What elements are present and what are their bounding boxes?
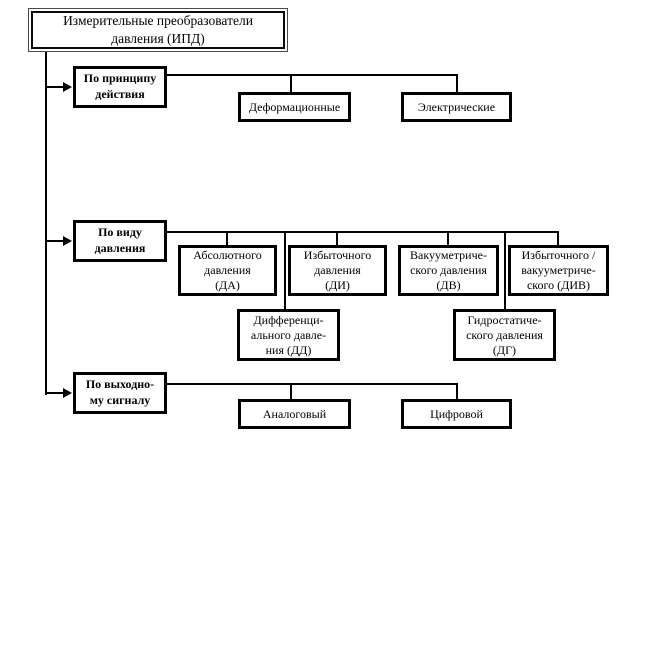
root-node: Измерительные преобразователи давления (… — [28, 8, 288, 52]
node-electrical-label: Электрические — [417, 99, 496, 114]
category-by-output-signal: По выходно- му сигналу — [73, 372, 167, 414]
node-digital-signal: Цифровой — [401, 399, 512, 429]
node-gauge-pressure-di: Избыточного давления (ДИ) — [288, 245, 387, 296]
node-gauge-vacuum-pressure-div-label: Избыточного / вакууметриче- ского (ДИВ) — [521, 248, 596, 292]
connector-line — [167, 74, 458, 76]
arrow-right-icon — [63, 388, 72, 398]
connector-line — [167, 383, 458, 385]
category-by-output-signal-label: По выходно- му сигналу — [85, 377, 155, 407]
node-vacuum-pressure-dv-label: Вакууметриче- ского давления (ДВ) — [410, 248, 487, 292]
node-hydrostatic-pressure-dg-label: Гидростатиче- ского давления (ДГ) — [466, 312, 543, 357]
category-by-principle-label: По принципу действия — [83, 71, 157, 101]
connector-line — [336, 231, 338, 246]
node-hydrostatic-pressure-dg: Гидростатиче- ского давления (ДГ) — [453, 309, 556, 361]
node-analog-signal-label: Аналоговый — [262, 406, 327, 421]
root-node-inner-border: Измерительные преобразователи давления (… — [31, 11, 285, 49]
node-gauge-pressure-di-label: Избыточного давления (ДИ) — [303, 248, 372, 292]
node-vacuum-pressure-dv: Вакууметриче- ского давления (ДВ) — [398, 245, 499, 296]
arrow-line-pressure-type — [45, 240, 64, 242]
arrow-right-icon — [63, 236, 72, 246]
connector-line — [557, 231, 559, 246]
node-absolute-pressure-da-label: Абсолютного давления (ДА) — [193, 248, 262, 292]
connector-line — [226, 231, 228, 246]
connector-line — [290, 74, 292, 93]
node-differential-pressure-dd: Дифференци- ального давле- ния (ДД) — [237, 309, 340, 361]
node-gauge-vacuum-pressure-div: Избыточного / вакууметриче- ского (ДИВ) — [508, 245, 609, 296]
node-digital-signal-label: Цифровой — [430, 406, 483, 421]
connector-line — [447, 231, 449, 246]
category-by-pressure-type-label: По виду давления — [94, 225, 146, 255]
root-label: Измерительные преобразователи давления (… — [63, 12, 253, 46]
connector-line — [504, 231, 506, 310]
connector-line — [290, 383, 292, 400]
node-electrical: Электрические — [401, 92, 512, 122]
node-analog-signal: Аналоговый — [238, 399, 351, 429]
connector-line — [456, 74, 458, 93]
connector-line — [456, 383, 458, 400]
node-differential-pressure-dd-label: Дифференци- ального давле- ния (ДД) — [250, 312, 327, 357]
node-deformational: Деформационные — [238, 92, 351, 122]
arrow-right-icon — [63, 82, 72, 92]
connector-line — [284, 231, 286, 310]
arrow-line-output-signal — [45, 392, 64, 394]
category-by-pressure-type: По виду давления — [73, 220, 167, 262]
category-by-principle: По принципу действия — [73, 66, 167, 108]
node-deformational-label: Деформационные — [248, 99, 341, 114]
connector-line — [167, 231, 559, 233]
arrow-line-principle — [45, 86, 64, 88]
node-absolute-pressure-da: Абсолютного давления (ДА) — [178, 245, 277, 296]
trunk-line — [45, 52, 47, 395]
